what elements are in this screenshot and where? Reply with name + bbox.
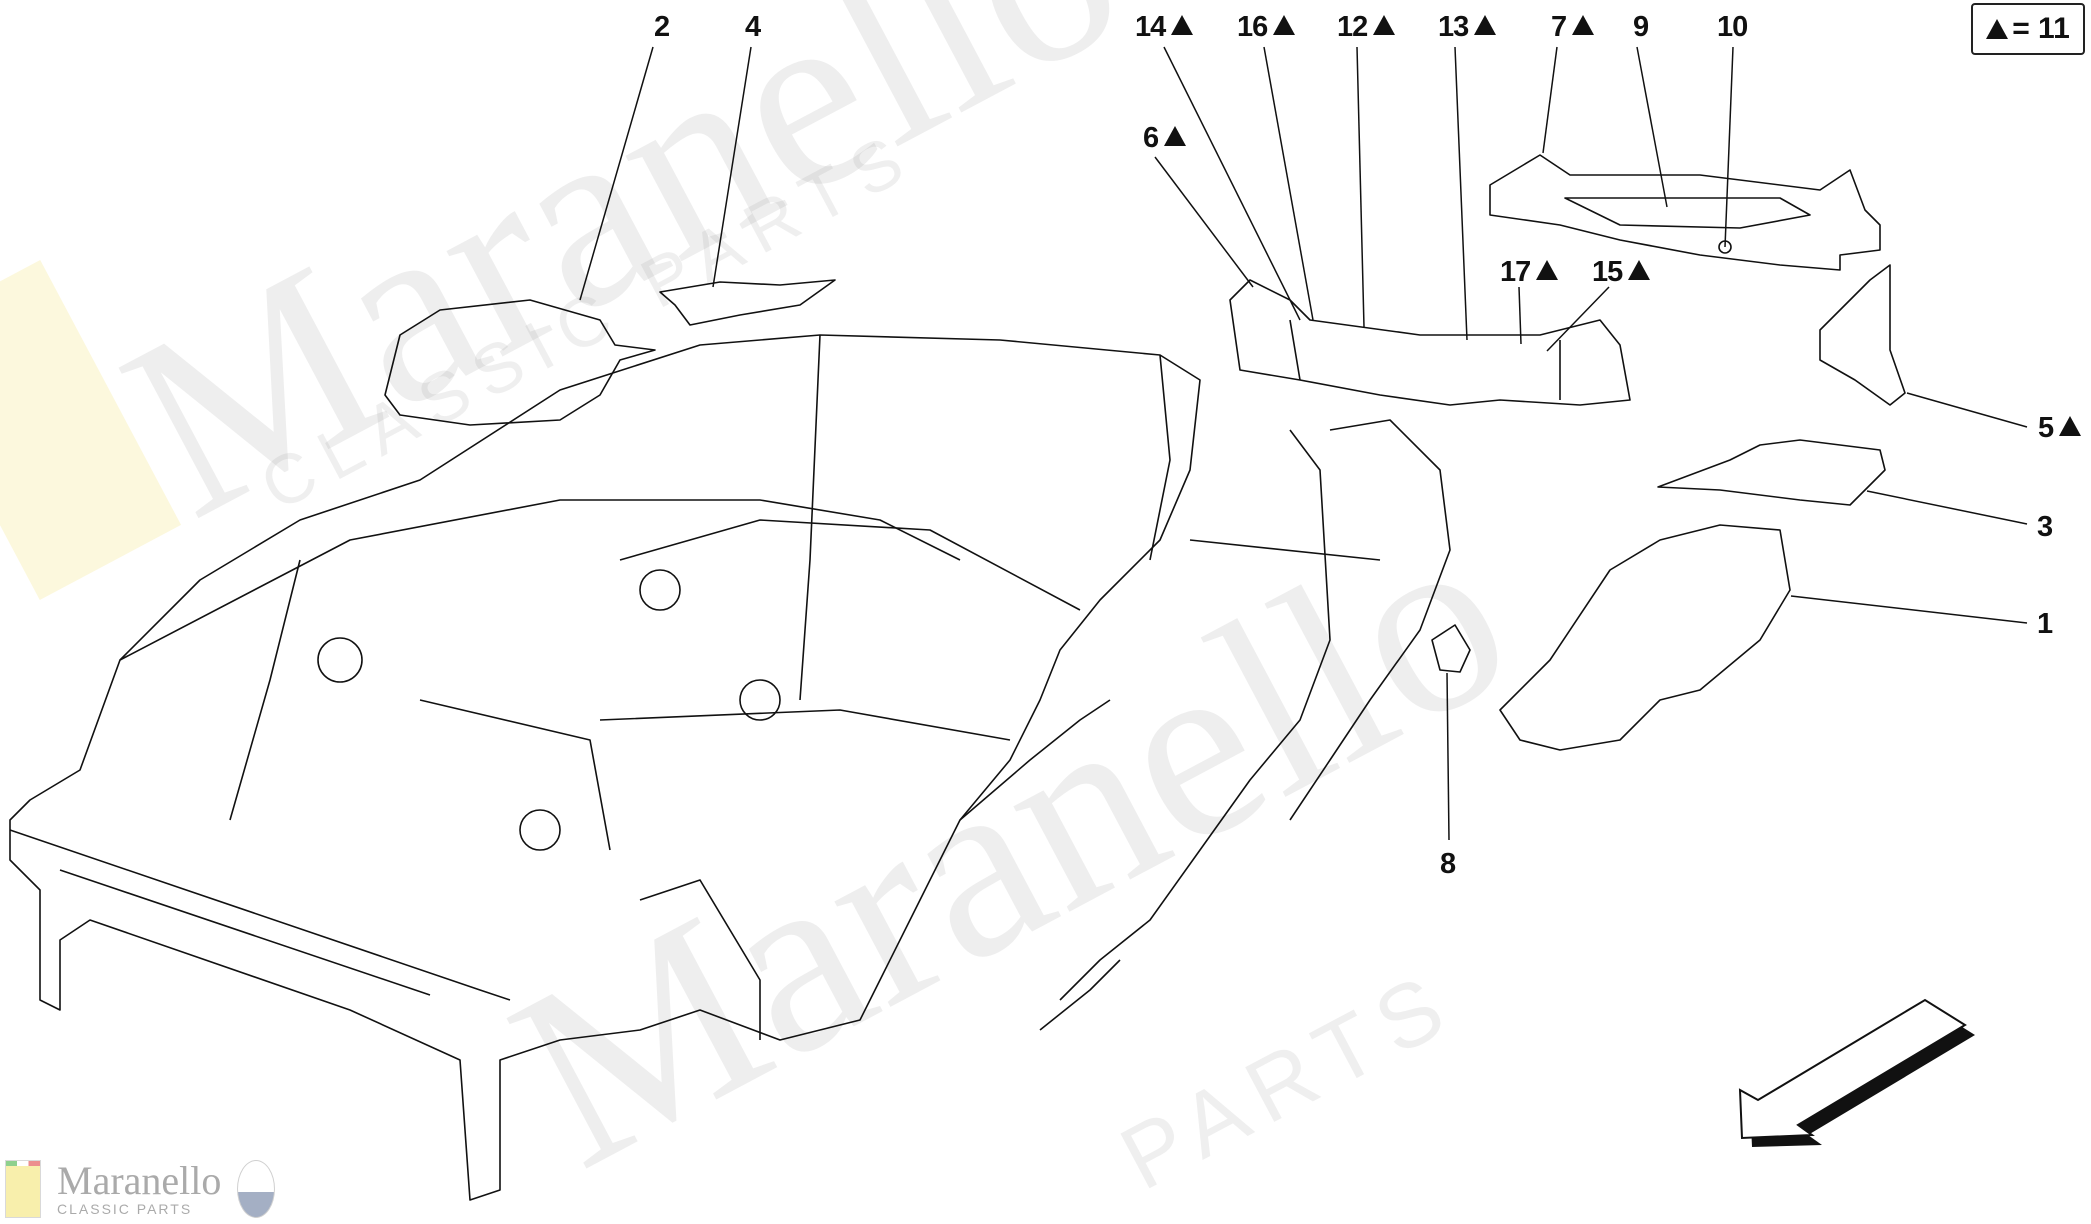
leader-lines [579,46,2028,841]
callout-number: 14 [1135,11,1166,43]
triangle-marker-icon [1628,260,1651,280]
direction-arrow-icon [1738,998,1975,1147]
callout-12[interactable]: 12 [1337,11,1396,43]
triangle-marker-icon [1474,15,1497,35]
part-1 [1499,524,1791,751]
callout-7[interactable]: 7 [1551,11,1595,43]
logo-tagline: CLASSIC PARTS [57,1201,193,1217]
callout-4[interactable]: 4 [745,11,761,43]
part-8 [1431,624,1471,673]
maranello-logo: Maranello CLASSIC PARTS [5,1158,276,1218]
triangle-marker-icon [1536,260,1559,280]
logo-name: Maranello [57,1158,222,1203]
callout-10[interactable]: 10 [1717,11,1748,43]
car-body-frame [9,334,1451,1201]
triangle-marker-icon [1572,15,1595,35]
callout-14[interactable]: 14 [1135,11,1194,43]
part-6 [1229,279,1631,406]
callout-number: 3 [2037,511,2053,543]
callout-17[interactable]: 17 [1500,256,1559,288]
part-7 [1489,154,1881,271]
callout-number: 13 [1438,11,1469,43]
callout-number: 1 [2037,608,2053,640]
triangle-marker-icon [1273,15,1296,35]
callout-number: 4 [745,11,761,43]
callout-number: 12 [1337,11,1368,43]
callout-number: 17 [1500,256,1531,288]
callout-2[interactable]: 2 [654,11,670,43]
callout-number: 8 [1440,848,1456,880]
callout-3[interactable]: 3 [2037,511,2053,543]
callout-6[interactable]: 6 [1143,122,1187,154]
callout-number: 9 [1633,11,1649,43]
triangle-marker-icon [2059,416,2082,436]
triangle-marker-icon [1171,15,1194,35]
callout-number: 6 [1143,122,1159,154]
callout-16[interactable]: 16 [1237,11,1296,43]
maserati-badge-icon [237,1160,276,1218]
callout-13[interactable]: 13 [1438,11,1497,43]
ferrari-shield-icon [5,1160,41,1218]
triangle-marker-icon [1986,19,2009,39]
callout-9[interactable]: 9 [1633,11,1649,43]
callout-number: 7 [1551,11,1567,43]
callout-number: 2 [654,11,670,43]
callout-8[interactable]: 8 [1440,848,1456,880]
callout-1[interactable]: 1 [2037,608,2053,640]
triangle-marker-icon [1373,15,1396,35]
callout-15[interactable]: 15 [1592,256,1651,288]
callout-number: 10 [1717,11,1748,43]
callout-5[interactable]: 5 [2038,412,2082,444]
part-4 [659,279,836,326]
part-9 [1564,197,1811,229]
callout-number: 16 [1237,11,1268,43]
legend-text: = 11 [2012,12,2070,45]
callout-number: 15 [1592,256,1623,288]
part-5 [1819,264,1906,406]
part-3 [1657,439,1886,506]
callout-number: 5 [2038,412,2054,444]
triangle-marker-icon [1164,126,1187,146]
part-2 [384,299,656,426]
legend-box: = 11 [1971,3,2085,55]
